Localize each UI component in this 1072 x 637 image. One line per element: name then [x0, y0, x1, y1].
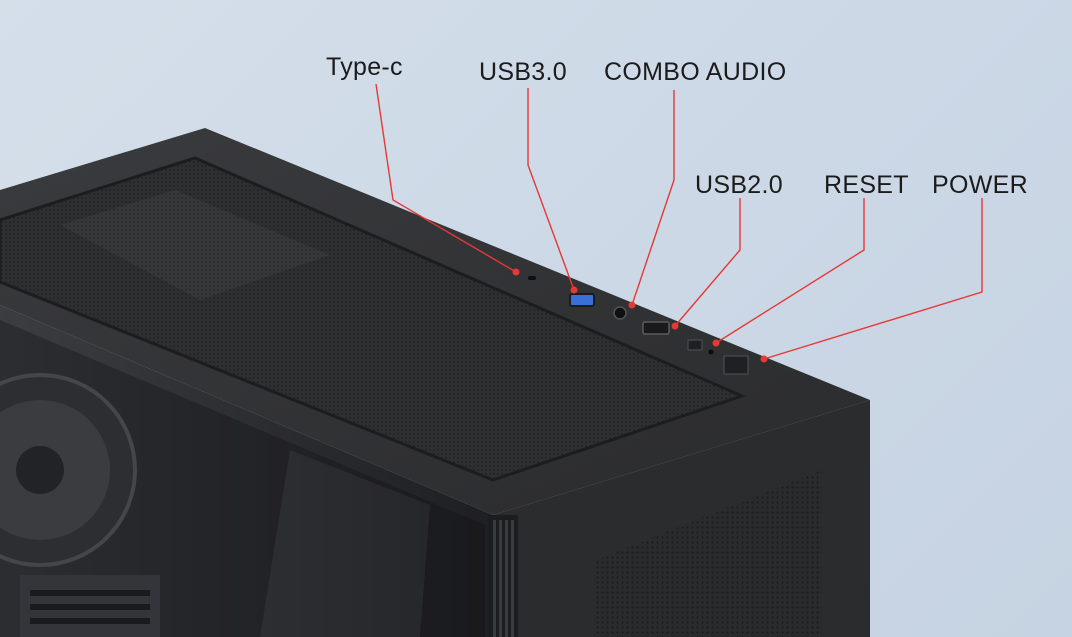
led-indicator — [708, 349, 714, 355]
label-power: POWER — [932, 171, 1028, 199]
usb2-port — [642, 321, 670, 335]
label-reset: RESET — [824, 171, 909, 199]
type-c-port — [528, 276, 536, 280]
case-fan — [0, 373, 137, 567]
case-top-mesh — [0, 156, 747, 482]
label-usb2: USB2.0 — [695, 171, 783, 199]
front-mesh — [596, 470, 822, 637]
label-combo-audio: COMBO AUDIO — [604, 58, 787, 86]
label-type-c: Type-c — [326, 53, 403, 81]
leader-lines — [375, 83, 983, 360]
audio-jack — [613, 306, 627, 320]
power-button-shape — [723, 355, 749, 375]
side-glass-panel — [0, 305, 493, 637]
reset-button-shape — [687, 339, 703, 351]
leader-dots — [512, 268, 768, 363]
usb3-port — [569, 293, 595, 307]
label-usb3: USB3.0 — [479, 58, 567, 86]
